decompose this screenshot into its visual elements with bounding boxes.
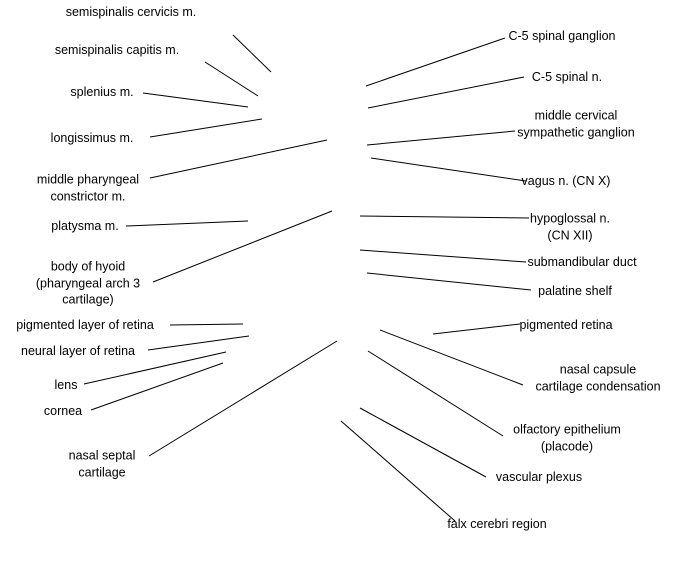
label-middle-cervical-sympathetic: middle cervical sympathetic ganglion xyxy=(517,108,634,141)
leader-line-pigmented-layer-retina xyxy=(169,323,244,326)
label-line: constrictor m. xyxy=(50,189,126,203)
leader-line-nasal-capsule xyxy=(379,329,524,386)
leader-line-hypoglossal xyxy=(359,215,530,219)
label-line: (placode) xyxy=(540,439,594,453)
label-palatine-shelf: palatine shelf xyxy=(538,283,612,298)
label-line: olfactory epithelium xyxy=(513,422,621,437)
leader-line-c5-nerve xyxy=(367,76,525,109)
label-vagus: vagus n. (CN X) xyxy=(521,173,611,188)
label-c5-spinal-ganglion: C-5 spinal ganglion xyxy=(508,28,616,43)
label-line: cartilage condensation xyxy=(535,379,661,393)
label-line: (pharyngeal arch 3 xyxy=(35,275,141,290)
label-vascular-plexus: vascular plexus xyxy=(495,469,583,484)
leader-line-splenius xyxy=(142,92,249,108)
label-line: nasal capsule xyxy=(559,362,637,377)
leader-line-submandibular xyxy=(359,249,527,263)
leader-line-olfactory xyxy=(367,350,504,437)
label-platysma: platysma m. xyxy=(51,218,119,233)
label-hypoglossal: hypoglossal n. (CN XII) xyxy=(530,211,610,244)
label-body-of-hyoid: body of hyoid (pharyngeal arch 3 cartila… xyxy=(36,258,140,308)
leader-line-c5-ganglion xyxy=(365,37,506,87)
leader-line-body-of-hyoid xyxy=(152,210,333,283)
label-c5-spinal-nerve: C-5 spinal n. xyxy=(531,69,603,84)
label-longissimus: longissimus m. xyxy=(50,130,134,145)
leader-line-palatine xyxy=(366,272,532,291)
leader-line-nasal-septal xyxy=(148,340,338,457)
leader-line-middle-cervical xyxy=(366,130,516,146)
leader-line-longissimus xyxy=(149,118,263,138)
label-nasal-capsule: nasal capsule cartilage condensation xyxy=(535,362,660,395)
leader-line-falx-cerebri xyxy=(340,420,456,522)
label-line: body of hyoid xyxy=(50,259,126,274)
label-line: hypoglossal n. xyxy=(530,211,610,226)
leader-line-vascular-plexus xyxy=(359,407,487,478)
label-submandibular-duct: submandibular duct xyxy=(527,254,637,269)
leader-line-semispinalis-capitis xyxy=(204,61,259,97)
label-line: cartilage xyxy=(78,465,126,479)
label-line: sympathetic ganglion xyxy=(517,125,635,139)
label-pigmented-retina: pigmented retina xyxy=(519,317,613,332)
label-olfactory-epithelium: olfactory epithelium (placode) xyxy=(513,422,621,455)
label-line: nasal septal xyxy=(68,448,136,463)
leader-line-middle-pharyngeal xyxy=(149,139,328,179)
label-line: middle cervical xyxy=(534,108,618,123)
label-splenius: splenius m. xyxy=(70,84,134,99)
label-nasal-septal-cartilage: nasal septal cartilage xyxy=(69,448,136,481)
label-line: cartilage) xyxy=(62,292,114,307)
label-middle-pharyngeal: middle pharyngeal constrictor m. xyxy=(37,172,139,205)
leader-line-neural-layer-retina xyxy=(147,335,250,351)
leader-line-platysma xyxy=(125,220,249,227)
leader-line-vagus xyxy=(370,157,527,182)
label-line: middle pharyngeal xyxy=(36,172,140,187)
leader-line-pigmented-retina xyxy=(432,323,521,335)
label-semispinalis-capitis: semispinalis capitis m. xyxy=(54,42,180,57)
leader-line-semispinalis-cervicis xyxy=(232,34,272,73)
leader-line-lens xyxy=(83,351,227,385)
label-pigmented-layer-retina: pigmented layer of retina xyxy=(16,317,154,332)
label-semispinalis-cervicis: semispinalis cervicis m. xyxy=(65,4,197,19)
leader-line-cornea xyxy=(90,362,224,411)
label-neural-layer-retina: neural layer of retina xyxy=(21,343,135,358)
label-lens: lens xyxy=(54,377,78,392)
label-cornea: cornea xyxy=(43,403,83,418)
label-falx-cerebri: falx cerebri region xyxy=(447,516,547,531)
label-line: (CN XII) xyxy=(547,228,593,242)
